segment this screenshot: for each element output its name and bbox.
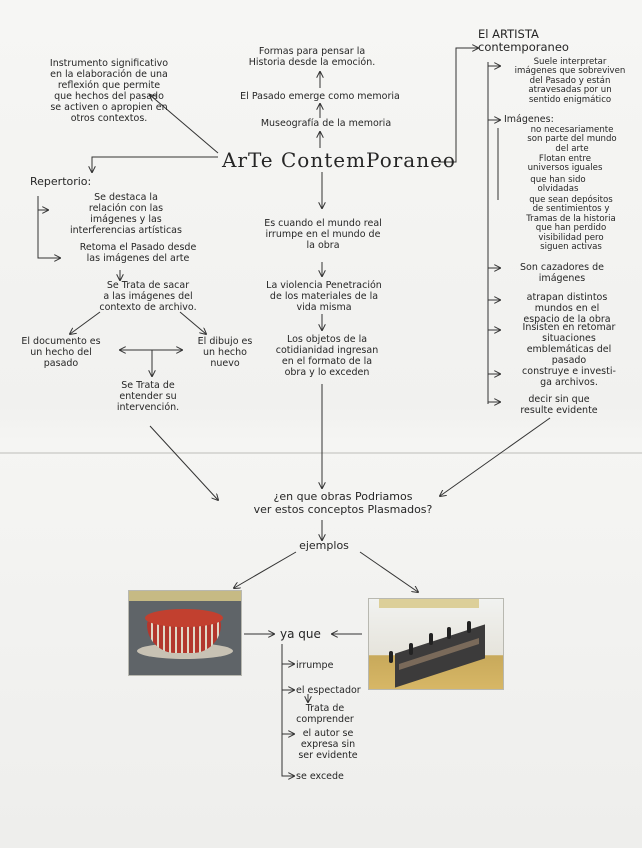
note-objetos: Los objetos de la cotidianidad ingresan …	[275, 334, 379, 378]
ejemplos-label: ejemplos	[299, 539, 349, 552]
artista-item-atrapan: atrapan distintos mundos en el espacio d…	[523, 292, 611, 325]
artista-item-cazadores: Son cazadores de imágenes	[520, 262, 604, 284]
figure	[467, 621, 471, 633]
repertorio-item-retoma: Retoma el Pasado desde las imágenes del …	[79, 242, 197, 264]
artista-item-insisten: Insisten en retomar situaciones emblemát…	[522, 322, 616, 366]
central-concept: ArTe ContemPoraneo	[222, 148, 456, 172]
artista-item-interpretar: Suele interpretar imágenes que sobrevive…	[514, 57, 626, 105]
shipwreck-artwork-photo	[368, 598, 504, 690]
repertorio-item-relacion: Se destaca la relación con las imágenes …	[70, 192, 182, 236]
result-autor: el autor se expresa sin ser evidente	[298, 728, 358, 761]
result-excede: se excede	[296, 771, 344, 782]
imagenes-sub-olvidadas: que han sido olvidadas	[530, 175, 586, 195]
artista-item-archivos: construye e investi- ga archivos.	[522, 366, 616, 388]
paper-fold	[0, 452, 642, 454]
guiding-question: ¿en que obras Podriamos ver estos concep…	[253, 490, 433, 516]
yaque-label: ya que	[280, 627, 321, 641]
result-comprender: Trata de comprender	[296, 703, 354, 725]
documento-note: El documento es un hecho del pasado	[21, 336, 101, 369]
intervencion-note: Se Trata de entender su intervención.	[116, 380, 180, 413]
artista-imagenes-label: Imágenes:	[504, 114, 554, 125]
note-mundo-real: Es cuando el mundo real irrumpe en el mu…	[264, 218, 382, 251]
cake-top	[145, 609, 223, 627]
dibujo-note: El dibujo es un hecho nuevo	[197, 336, 253, 369]
imagenes-sub-depositos: que sean depósitos de sentimientos y Tra…	[526, 195, 616, 253]
figure	[409, 643, 413, 655]
figure	[447, 627, 451, 639]
imagenes-sub-flotan: Flotan entre universos iguales	[527, 154, 603, 174]
imagenes-sub-no-necesariamente: no necesariamente son parte del mundo de…	[527, 125, 617, 154]
note-formas: Formas para pensar la Historia desde la …	[248, 46, 376, 68]
note-museografia: Museografía de la memoria	[260, 118, 392, 129]
figure	[389, 651, 393, 663]
tape-strip	[129, 591, 241, 601]
note-pasado-memoria: El Pasado emerge como memoria	[240, 91, 400, 102]
artista-heading: El ARTISTA contemporaneo	[478, 27, 569, 54]
artista-item-decir: decir sin que resulte evidente	[520, 394, 598, 416]
result-irrumpe: irrumpe	[296, 660, 334, 671]
figure	[429, 633, 433, 645]
result-espectador: el espectador	[296, 685, 361, 696]
archive-note: Se Trata de sacar a las imágenes del con…	[99, 280, 197, 313]
note-violencia: La violencia Penetración de los material…	[266, 280, 382, 313]
repertorio-heading: Repertorio:	[30, 175, 92, 188]
definition-note: Instrumento significativo en la elaborac…	[49, 58, 169, 124]
cake-artwork-photo	[128, 590, 242, 676]
tape-strip	[379, 599, 479, 608]
